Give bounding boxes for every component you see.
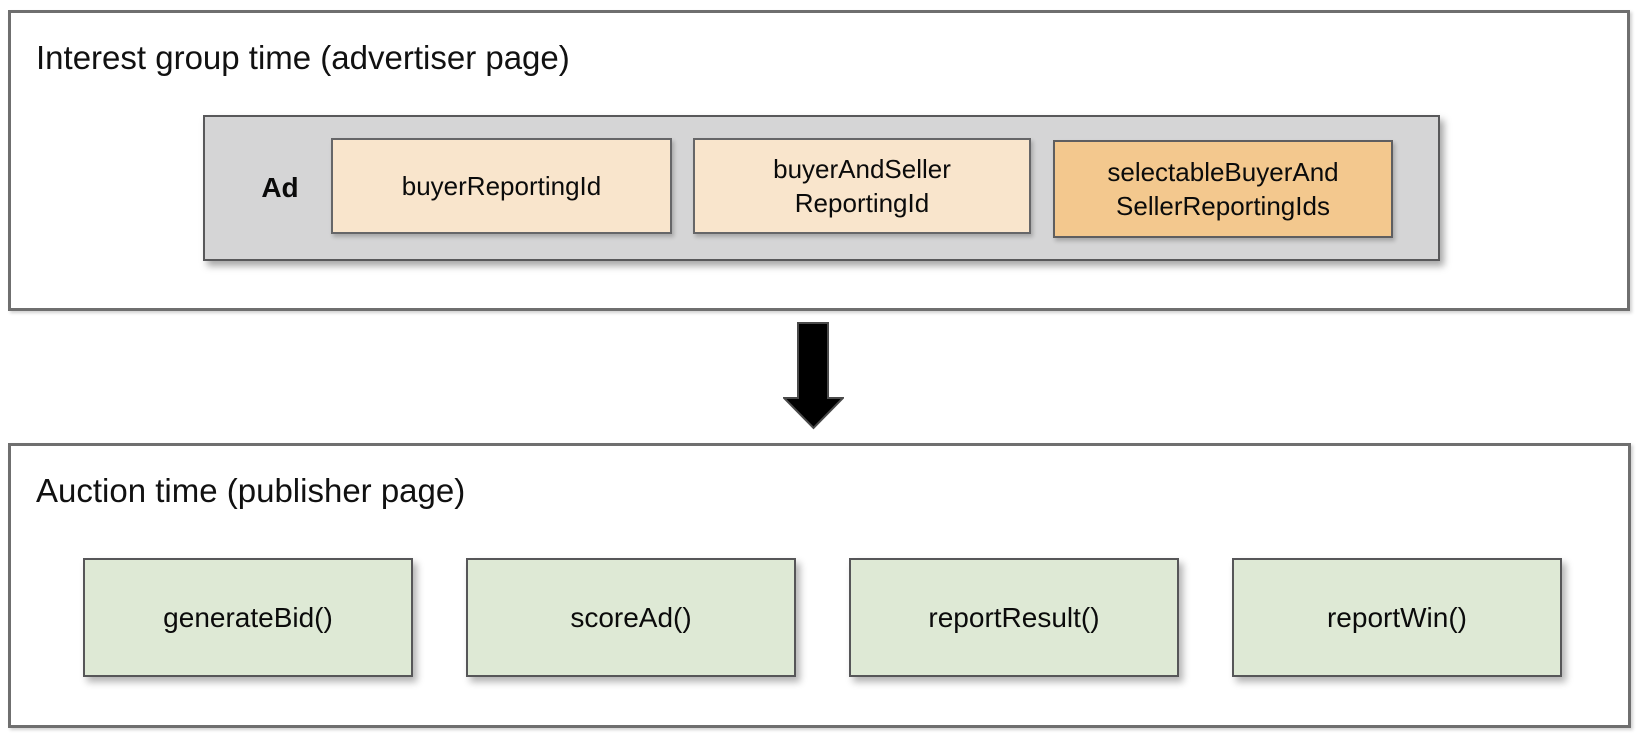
down-arrow-icon — [783, 322, 844, 430]
auction-title: Auction time (publisher page) — [36, 472, 466, 509]
interest-group-section: Interest group time (advertiser page) Ad… — [8, 10, 1630, 311]
id-box-buyer-and-seller-reporting-id: buyerAndSeller ReportingId — [693, 138, 1031, 234]
id-box-buyer-reporting-id: buyerReportingId — [331, 138, 672, 234]
function-box-score-ad: scoreAd() — [466, 558, 796, 677]
function-box-report-win: reportWin() — [1232, 558, 1562, 677]
ad-container: Ad buyerReportingId buyerAndSeller Repor… — [203, 115, 1440, 261]
auction-section: Auction time (publisher page) generateBi… — [8, 443, 1631, 728]
id-box-selectable-buyer-and-seller-reporting-ids: selectableBuyerAnd SellerReportingIds — [1053, 140, 1393, 238]
function-box-generate-bid: generateBid() — [83, 558, 413, 677]
interest-group-title: Interest group time (advertiser page) — [36, 39, 570, 76]
ad-label: Ad — [261, 172, 299, 203]
function-box-report-result: reportResult() — [849, 558, 1179, 677]
